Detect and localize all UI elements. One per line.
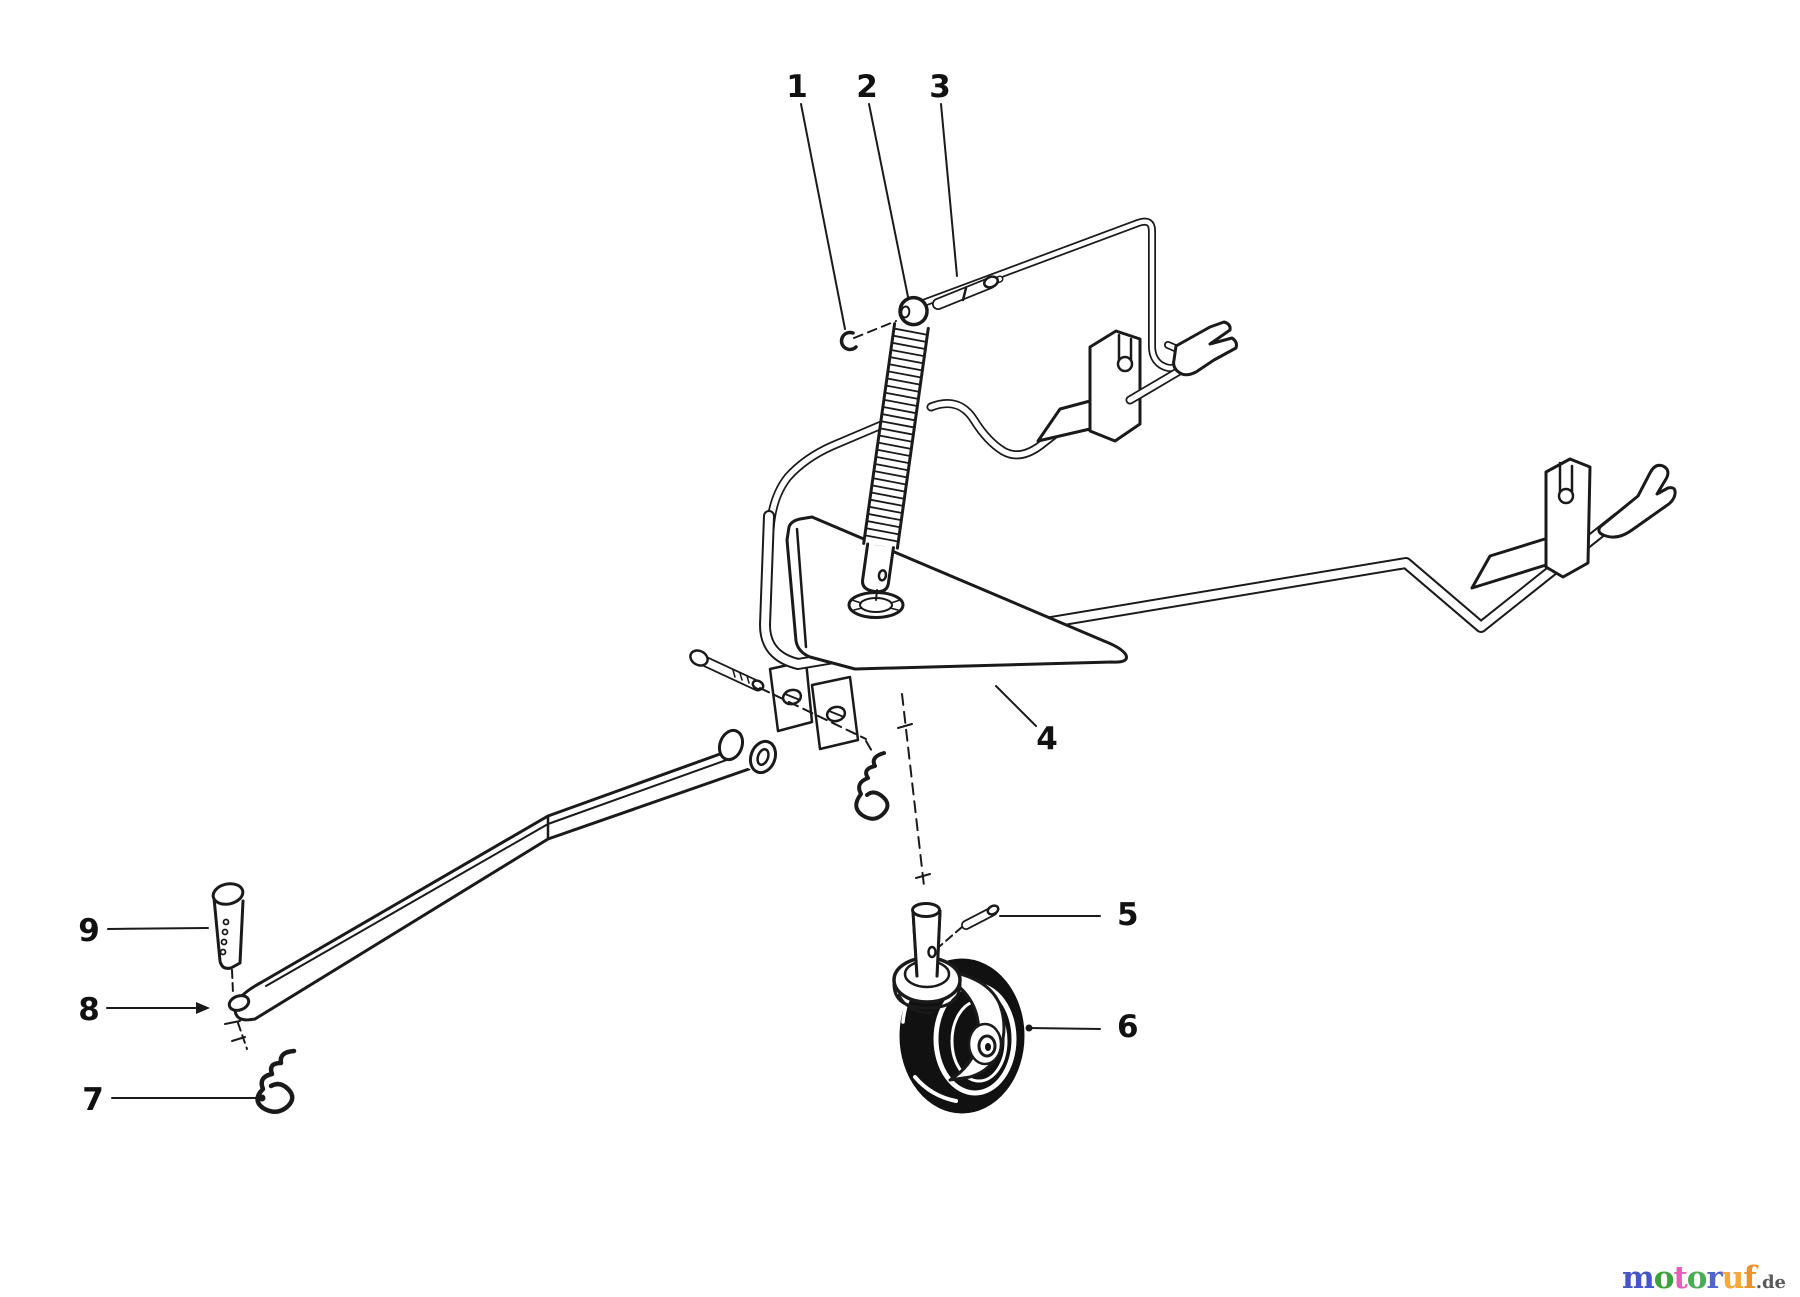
- callout-1: 1: [786, 69, 846, 330]
- logo-letter: o: [1653, 1259, 1675, 1296]
- callout-label: 9: [78, 913, 100, 949]
- clevis-pin: [689, 649, 765, 692]
- hairpin-clip-pivot: [854, 751, 890, 821]
- caster-wheel-assembly: [892, 902, 1025, 1114]
- arm-end-hole: [227, 994, 251, 1012]
- callout-label: 3: [929, 69, 951, 105]
- logo-letter: m: [1621, 1259, 1655, 1296]
- callout-label: 7: [82, 1082, 104, 1118]
- frame-tube: [765, 399, 1064, 535]
- plate-threaded-hole: [847, 591, 905, 619]
- callout-6: 6: [1025, 1009, 1139, 1045]
- roll-pin-left: [211, 882, 245, 970]
- logo-letter: r: [1706, 1259, 1722, 1296]
- callout-label: 5: [1117, 897, 1139, 933]
- callout-9: 9: [78, 913, 209, 949]
- callout-4: 4: [995, 685, 1058, 757]
- spring-anchor-pin: [932, 275, 1004, 310]
- roll-pin-caster: [961, 904, 1000, 930]
- bar-fork-upper: [1125, 320, 1238, 405]
- callout-8: 8: [78, 992, 210, 1028]
- lift-plate: [785, 515, 1128, 671]
- hanger-bracket-right: [1470, 457, 1592, 590]
- arm-pivot-bushing: [717, 728, 778, 775]
- logo-letter: o: [1686, 1259, 1708, 1296]
- motoruf-logo[interactable]: motoruf.de: [1622, 1260, 1786, 1297]
- logo-letter: t: [1673, 1259, 1687, 1296]
- logo-suffix: .de: [1755, 1271, 1786, 1293]
- hairpin-clip-lower: [255, 1048, 297, 1114]
- pivot-bracket-tabs: [768, 659, 860, 751]
- callout-label: 1: [786, 69, 808, 105]
- lift-arm: [224, 743, 751, 1025]
- callout-label: 2: [856, 69, 878, 105]
- lift-bar: [759, 510, 1624, 670]
- logo-letter: u: [1721, 1259, 1745, 1296]
- bar-fork-right: [1597, 463, 1677, 539]
- callout-2: 2: [856, 69, 909, 298]
- callout-7: 7: [82, 1082, 266, 1118]
- spring-coils: [864, 327, 928, 543]
- callout-label: 8: [78, 992, 100, 1028]
- hanger-bracket-upper: [1036, 329, 1142, 443]
- logo-word: motoruf: [1621, 1259, 1757, 1296]
- spring-rod-end: [861, 542, 895, 594]
- lift-spring: [861, 295, 930, 594]
- callout-label: 6: [1117, 1009, 1139, 1045]
- retainer-clip: [839, 330, 858, 352]
- logo-letter: f: [1743, 1259, 1756, 1296]
- callout-3: 3: [929, 69, 958, 277]
- callout-5: 5: [999, 897, 1139, 933]
- alignment-dash-lines: [231, 320, 963, 1050]
- callout-label: 4: [1036, 721, 1058, 757]
